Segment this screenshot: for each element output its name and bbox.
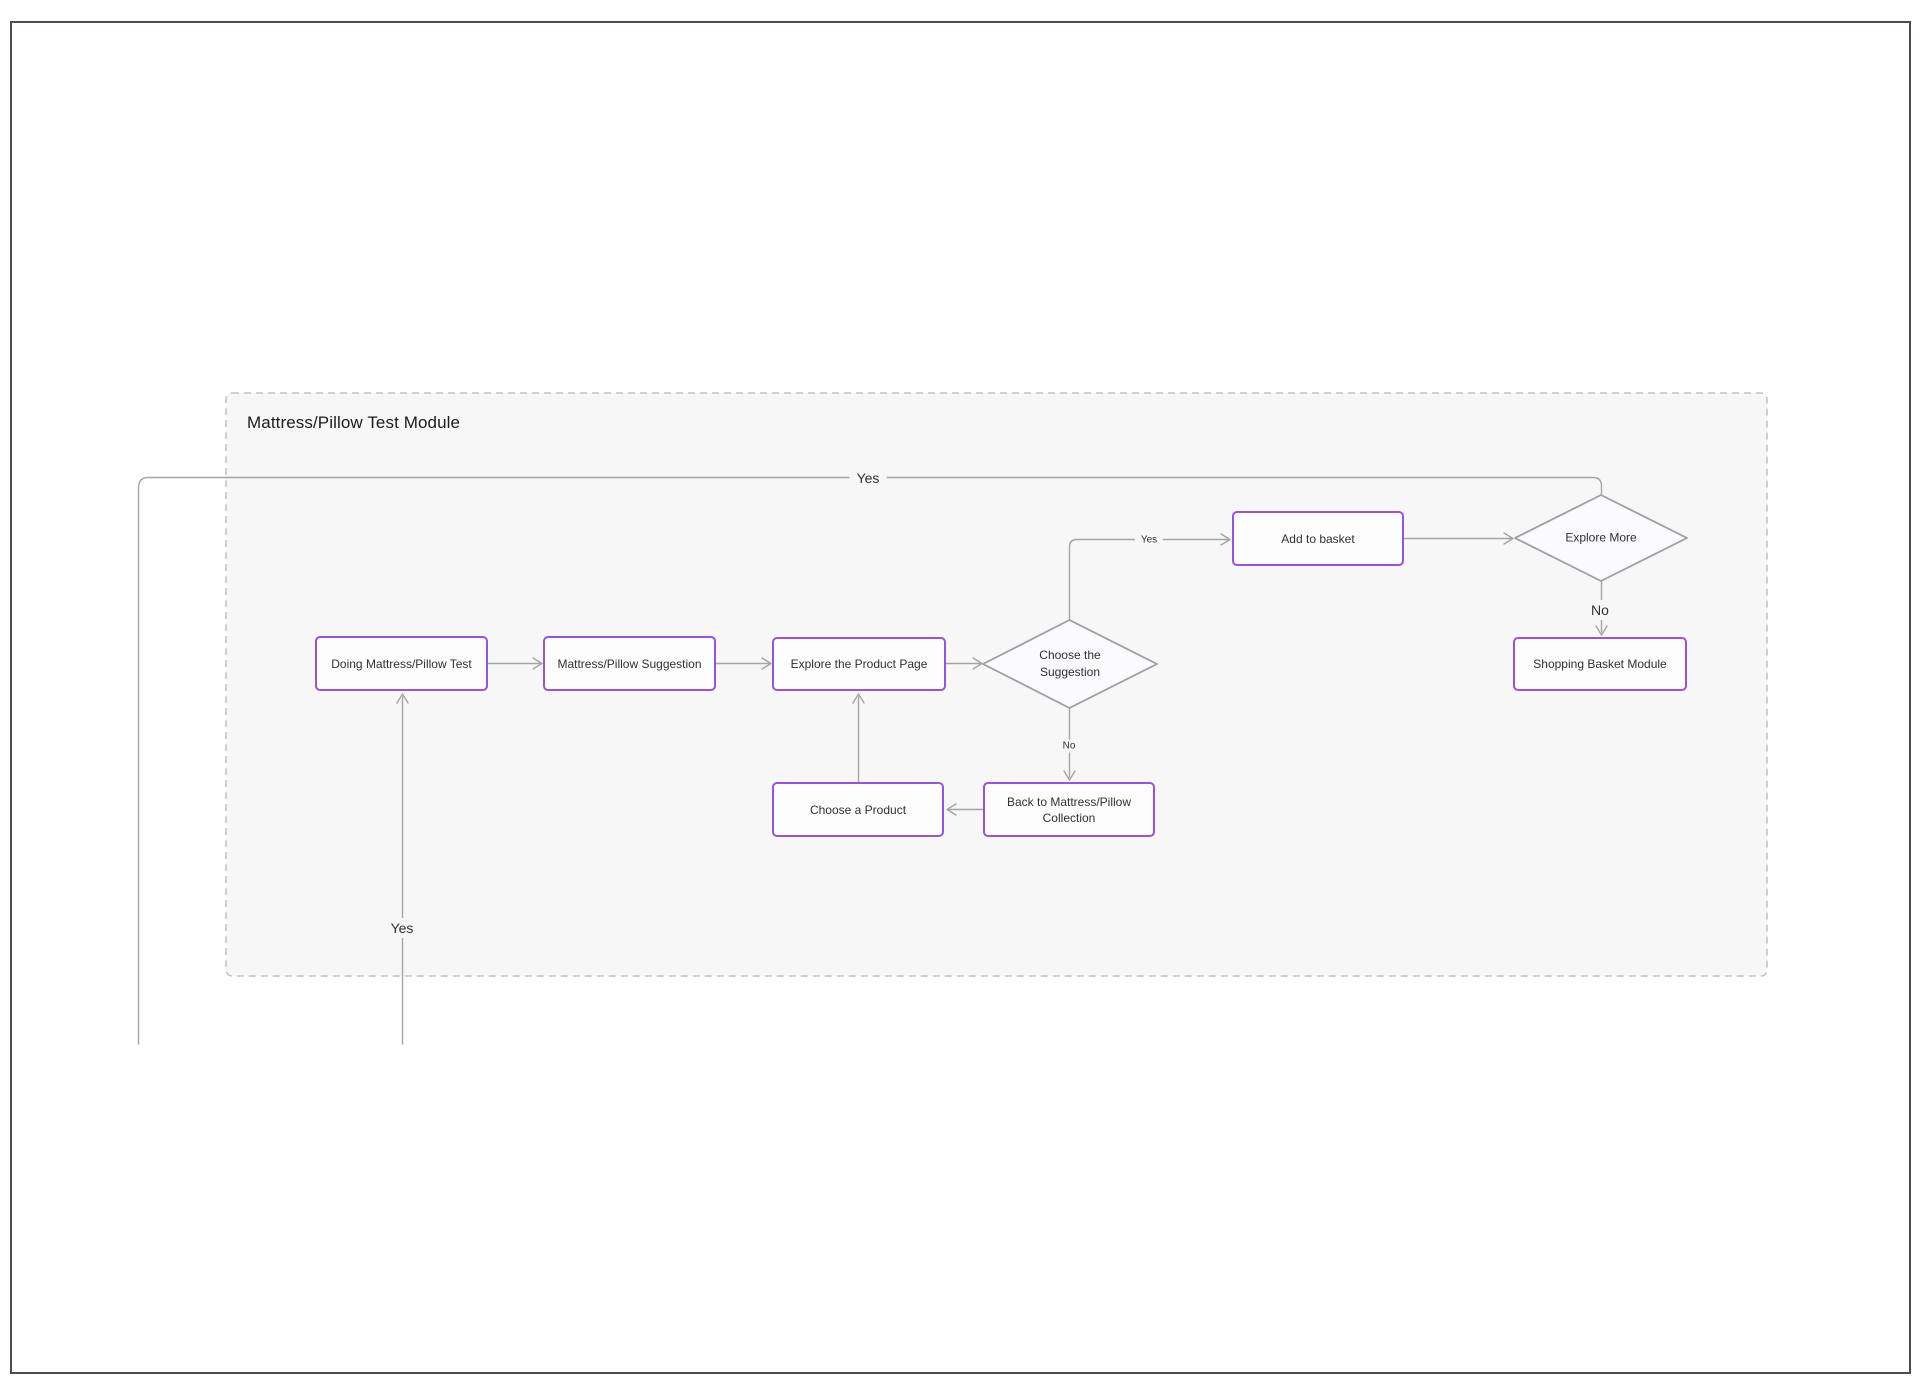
arrowhead-down-icon [1063,770,1076,781]
arrowhead-right-icon [1503,532,1514,545]
edge-decision-yes-to-basket[interactable] [1068,538,1229,621]
decision-explore-more[interactable] [1514,494,1688,582]
edge-label-yes-top-loop[interactable]: Yes [849,468,887,488]
edge-label-yes-decision[interactable]: Yes [1134,533,1164,547]
node-back-to-collection[interactable]: Back to Mattress/Pillow Collection [983,782,1155,837]
edge-label-no-decision[interactable]: No [1056,739,1082,753]
arrowhead-up-icon [396,693,409,704]
node-doing-mattress-pillow-test[interactable]: Doing Mattress/Pillow Test [315,636,488,691]
decision-choose-suggestion-label: Choose the Suggestion [1039,648,1101,679]
arrowhead-right-icon [1220,533,1231,546]
edge-label-no-exploremore[interactable]: No [1584,600,1616,620]
node-explore-product-page[interactable]: Explore the Product Page [772,637,946,691]
decision-choose-suggestion[interactable] [982,619,1158,709]
decision-explore-more-label: Explore More [1565,530,1637,545]
node-choose-a-product[interactable]: Choose a Product [772,782,944,837]
page-border [10,21,1911,1374]
arrowhead-left-icon [946,803,957,816]
arrowhead-right-icon [972,657,983,670]
arrowhead-right-icon [761,657,772,670]
node-shopping-basket-module[interactable]: Shopping Basket Module [1513,637,1687,691]
edge-label-yes-bottom-loop[interactable]: Yes [383,918,421,938]
node-mattress-pillow-suggestion[interactable]: Mattress/Pillow Suggestion [543,636,716,691]
arrowhead-down-icon [1595,625,1608,636]
node-add-to-basket[interactable]: Add to basket [1232,511,1404,566]
arrowhead-up-icon [852,693,865,704]
module-title: Mattress/Pillow Test Module [247,413,461,432]
arrowhead-right-icon [532,657,543,670]
